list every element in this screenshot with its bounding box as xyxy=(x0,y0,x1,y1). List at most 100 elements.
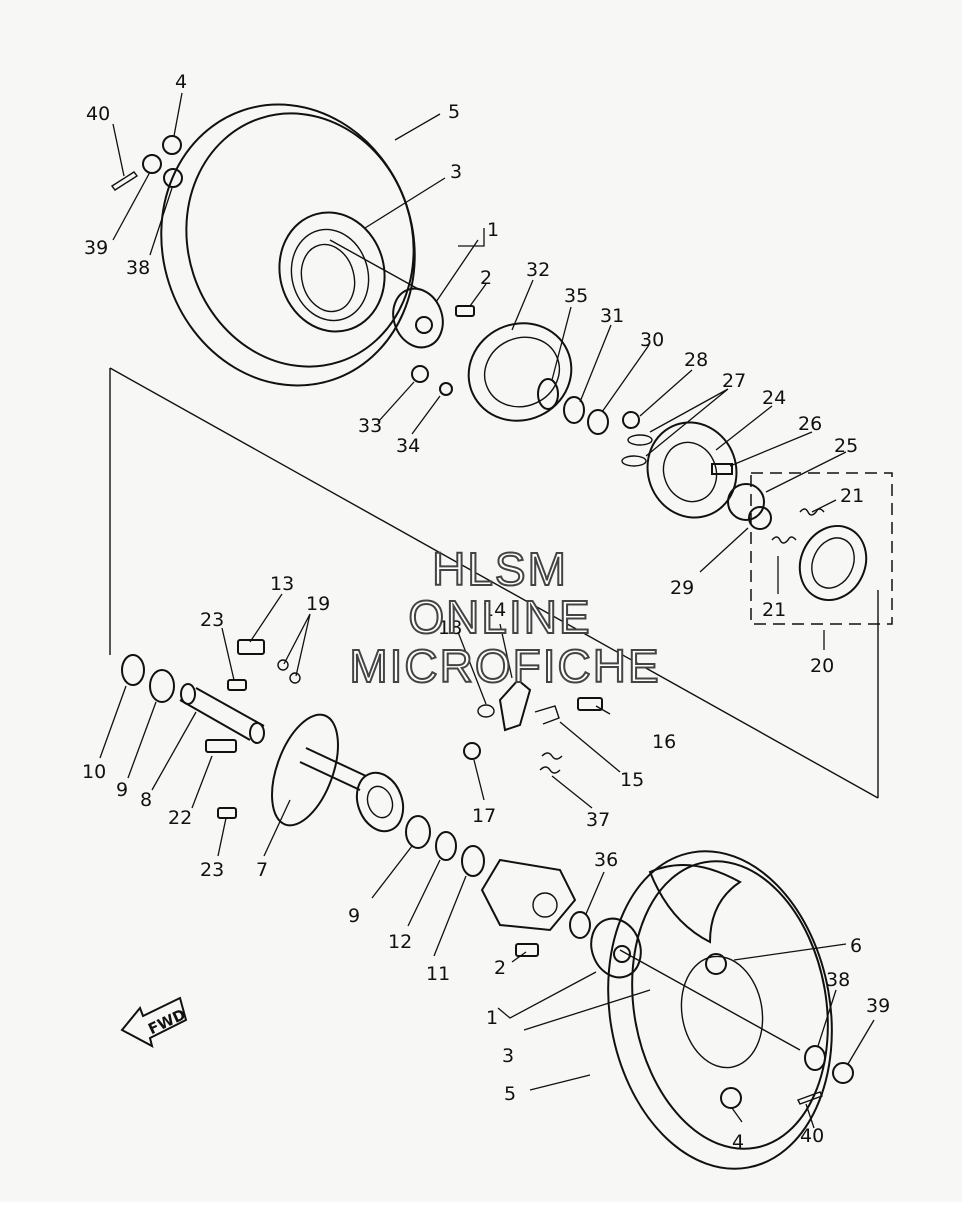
callout-18: 18 xyxy=(438,617,462,639)
washer-34 xyxy=(439,382,453,396)
callout-13: 13 xyxy=(270,573,294,595)
top-bolt xyxy=(455,305,475,317)
callout-37: 37 xyxy=(586,809,610,831)
callout-26: 26 xyxy=(798,413,822,435)
spacer-12 xyxy=(435,831,457,861)
callout-5-top: 5 xyxy=(448,101,460,123)
callout-23-upper: 23 xyxy=(200,609,224,631)
callout-15: 15 xyxy=(620,769,644,791)
callout-40-bottom: 40 xyxy=(800,1125,824,1147)
seal-36 xyxy=(569,911,591,939)
forward-direction-arrow: FWD xyxy=(120,996,189,1048)
callout-35: 35 xyxy=(564,285,588,307)
brake-drum-panel xyxy=(467,322,573,422)
watermark-line-2: ONLINE xyxy=(408,591,591,643)
brake-shoe-20 xyxy=(798,525,868,601)
fwd-label: FWD xyxy=(145,1005,188,1038)
callout-38-top: 38 xyxy=(126,257,150,279)
wheel-axis-line-bottom xyxy=(619,949,801,1051)
nut-28 xyxy=(622,411,640,429)
nut-39-top xyxy=(142,154,162,174)
callout-4-top: 4 xyxy=(175,71,187,93)
callout-21-upper: 21 xyxy=(840,485,864,507)
wheel-axis-line-top xyxy=(329,239,421,291)
bottom-bolt xyxy=(515,943,539,957)
callout-12: 12 xyxy=(388,931,412,953)
cotter-pin-40-bottom xyxy=(797,1091,823,1105)
callout-10: 10 xyxy=(82,761,106,783)
nut-4-top xyxy=(162,135,182,155)
nut-39-bottom xyxy=(832,1062,854,1084)
callout-34: 34 xyxy=(396,435,420,457)
callout-19: 19 xyxy=(306,593,330,615)
callout-23-lower: 23 xyxy=(200,859,224,881)
cam-25 xyxy=(727,483,765,521)
callout-30: 30 xyxy=(640,329,664,351)
callout-2-top: 2 xyxy=(480,267,492,289)
callout-17: 17 xyxy=(472,805,496,827)
screw-23-upper xyxy=(227,679,247,691)
watermark: HLSM ONLINE MICROFICHE xyxy=(348,542,660,693)
cotter-pin-40-top xyxy=(110,171,139,191)
washer-38-top xyxy=(163,168,183,188)
callout-39-bottom: 39 xyxy=(866,995,890,1017)
alignment-line-main xyxy=(109,367,879,799)
callout-22: 22 xyxy=(168,807,192,829)
bearing-9-right xyxy=(405,815,431,849)
screw-23-lower xyxy=(217,807,237,819)
lever-14 xyxy=(498,678,532,732)
clip-18 xyxy=(477,704,495,718)
bolt-13 xyxy=(237,639,265,655)
callout-36: 36 xyxy=(594,849,618,871)
callout-33: 33 xyxy=(358,415,382,437)
callout-14: 14 xyxy=(482,599,506,621)
bearing-31 xyxy=(563,396,585,424)
top-tire xyxy=(160,103,416,387)
callout-11: 11 xyxy=(426,963,450,985)
callout-6: 6 xyxy=(850,935,862,957)
leader-lines xyxy=(99,92,875,1129)
top-hub-plate xyxy=(392,287,444,349)
spring-37 xyxy=(539,752,563,774)
callout-25: 25 xyxy=(834,435,858,457)
callout-16: 16 xyxy=(652,731,676,753)
shim-29 xyxy=(748,506,772,530)
axle-tube-8 xyxy=(179,683,265,744)
bracket-15 xyxy=(534,705,560,725)
callout-1-top: 1 xyxy=(487,219,499,241)
nut-4-bottom xyxy=(720,1087,742,1109)
callout-39-top: 39 xyxy=(84,237,108,259)
hub-flange-7 xyxy=(271,713,405,833)
callout-28: 28 xyxy=(684,349,708,371)
oil-seal-10 xyxy=(121,654,145,686)
callout-5-bottom: 5 xyxy=(504,1083,516,1105)
callout-9-right: 9 xyxy=(348,905,360,927)
callout-40-top: 40 xyxy=(86,103,110,125)
callout-2-bottom: 2 xyxy=(494,957,506,979)
washer-19 xyxy=(277,659,301,684)
nut-6 xyxy=(705,953,727,975)
watermark-line-1: HLSM xyxy=(432,543,568,595)
callout-4-bottom: 4 xyxy=(732,1131,744,1153)
watermark-line-3: MICROFICHE xyxy=(349,640,660,692)
bottom-hub-plate xyxy=(590,917,642,979)
nut-17 xyxy=(463,742,481,760)
callout-numbers: 4 40 5 3 39 38 1 2 32 35 31 30 28 27 24 … xyxy=(82,71,890,1153)
circlip-27 xyxy=(621,434,653,467)
callout-29: 29 xyxy=(670,577,694,599)
callout-3-top: 3 xyxy=(450,161,462,183)
spring-33 xyxy=(411,365,429,383)
callout-31: 31 xyxy=(600,305,624,327)
stud-22 xyxy=(205,739,237,753)
callout-21-lower: 21 xyxy=(762,599,786,621)
callout-32: 32 xyxy=(526,259,550,281)
callout-24: 24 xyxy=(762,387,786,409)
bearing-9-left xyxy=(149,669,175,703)
bottom-tire xyxy=(607,850,833,1170)
shoe-spring-21 xyxy=(771,508,825,544)
callout-8: 8 xyxy=(140,789,152,811)
washer-38-bottom xyxy=(804,1045,826,1071)
oil-seal-11 xyxy=(461,845,485,877)
